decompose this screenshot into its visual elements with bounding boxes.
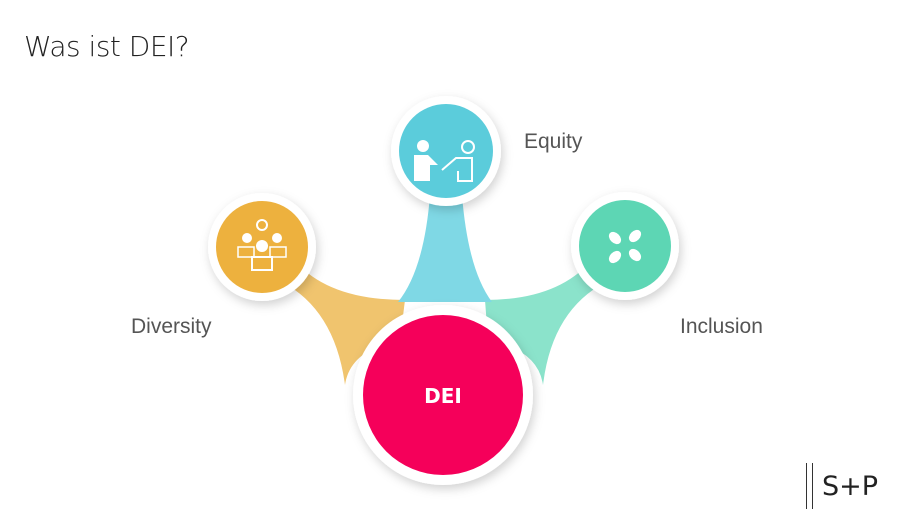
- team-ideas-icon: [237, 219, 287, 271]
- logo-bar: [806, 463, 807, 509]
- company-logo: S+P: [806, 463, 878, 509]
- logo-bar: [812, 463, 813, 509]
- handshake-icon: [414, 140, 475, 182]
- equity-node: [391, 96, 501, 206]
- dei-center-circle: [353, 305, 533, 485]
- equity-label: Equity: [524, 130, 583, 153]
- inclusion-node: [571, 192, 679, 300]
- diversity-connector: [282, 262, 405, 385]
- inclusion-connector: [485, 262, 606, 385]
- dei-label: DEI: [424, 384, 462, 408]
- logo-text: S+P: [822, 470, 879, 502]
- diversity-label: Diversity: [131, 315, 212, 338]
- joined-hands-icon: [608, 229, 642, 264]
- dei-fill: [363, 315, 523, 475]
- slide-title: Was ist DEI?: [24, 30, 190, 63]
- equity-connector: [398, 195, 492, 302]
- diversity-node: [208, 193, 316, 301]
- inclusion-label: Inclusion: [680, 315, 763, 338]
